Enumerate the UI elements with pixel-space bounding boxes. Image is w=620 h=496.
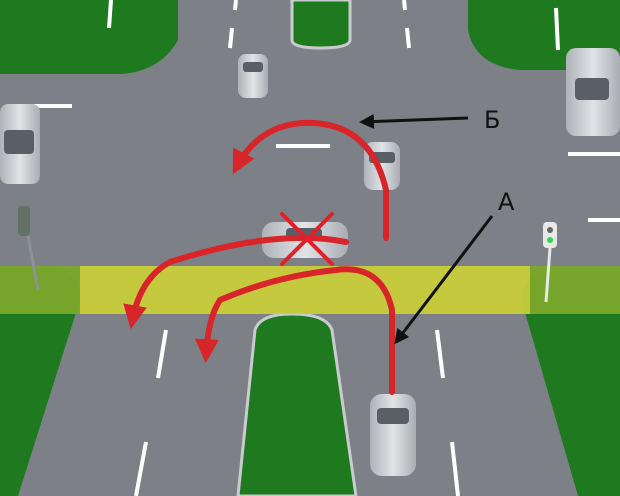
crosswalk [0,266,620,314]
grass-top-left [0,0,178,74]
crosswalk-overlap-left [0,266,80,314]
grass-bottom-right [522,272,620,496]
lane-markings [20,0,620,496]
crosswalk-overlap-right [530,266,620,314]
truck-right [566,48,620,136]
label-b: Б [484,106,500,134]
traffic-light-left-pole [18,206,40,291]
label-a: А [498,188,515,216]
car-a-position [370,394,416,476]
pointer-b [359,114,469,130]
car-top-oncoming [238,54,268,98]
pointer-a [394,215,494,345]
median-top [290,0,352,50]
traffic-light-icon [543,222,557,303]
grass-bottom-left [0,268,80,496]
cross-mark-icon [280,212,334,266]
truck-left [0,104,40,184]
